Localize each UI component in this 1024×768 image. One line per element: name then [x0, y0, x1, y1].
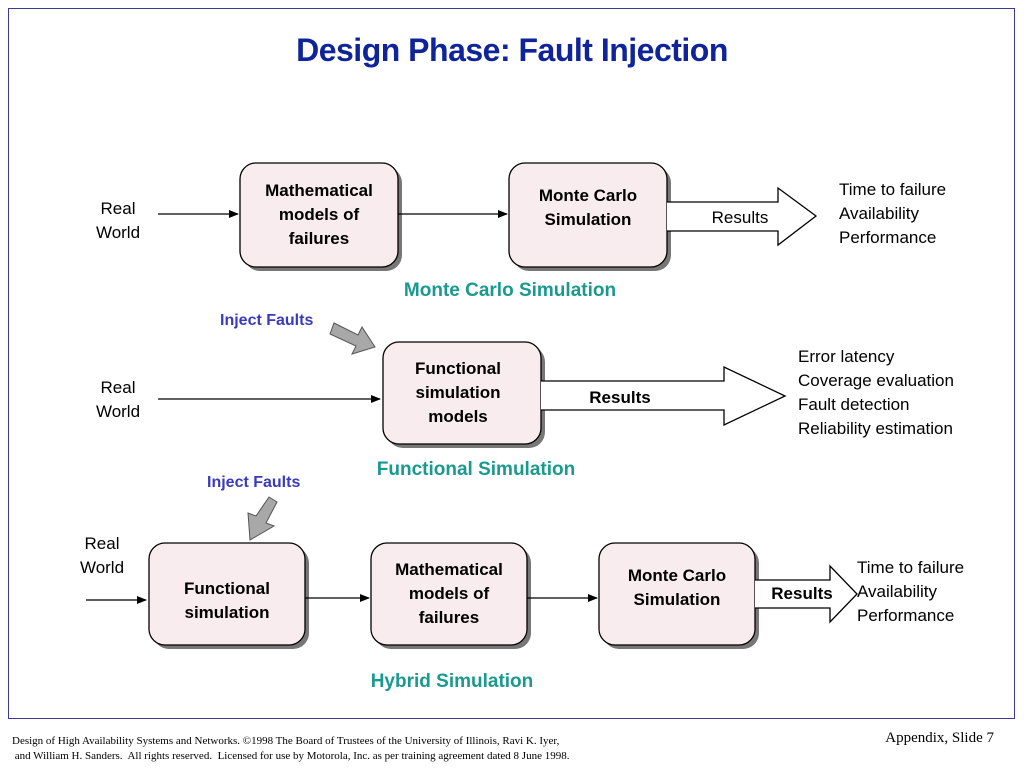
- row1-box1-line1: Mathematical: [265, 181, 373, 200]
- row2-box-line1: Functional: [415, 359, 501, 378]
- row3-box-math-models: [370, 542, 528, 646]
- row3-results-label: Results: [771, 584, 833, 603]
- row3-box2-line2: models of: [408, 584, 490, 603]
- row2-box-functional-text: Functional simulation models: [383, 342, 541, 444]
- row1-box2-line1: Monte Carlo: [538, 186, 638, 205]
- row3-box-mc-text: Monte Carlo Simulation: [599, 543, 755, 645]
- row1-box1-line3: failures: [288, 229, 350, 248]
- row1-output-list: Time to failure Availability Performance: [839, 178, 946, 250]
- row2-output-item: Coverage evaluation: [798, 371, 954, 390]
- row3-box1-line1: Functional: [184, 579, 270, 598]
- row1-input-line2: World: [95, 223, 141, 242]
- slide-number: Appendix, Slide 7: [885, 730, 994, 746]
- row3-box3-line1: Monte Carlo: [627, 566, 727, 585]
- row3-inject-label: Inject Faults: [207, 474, 301, 491]
- row1-results-label: Results: [711, 208, 769, 227]
- row1-input-label: Real World: [88, 197, 148, 245]
- section-label-functional: Functional Simulation: [376, 459, 576, 480]
- row3-inject-arrow: [247, 496, 278, 541]
- row1-output-item: Availability: [839, 204, 920, 223]
- row2-input-line2: World: [95, 402, 141, 421]
- row3-box3-line2: Simulation: [633, 590, 721, 609]
- row1-box-math-models: [239, 162, 399, 268]
- section-label-hybrid: Hybrid Simulation: [370, 671, 534, 692]
- row3-input-line2: World: [79, 558, 125, 577]
- row1-box-math-text: Mathematical models of failures: [240, 163, 398, 267]
- row3-output-item: Availability: [857, 582, 938, 601]
- row3-box-math-text: Mathematical models of failures: [371, 543, 527, 645]
- row2-output-list: Error latency Coverage evaluation Fault …: [798, 345, 954, 441]
- row2-output-item: Fault detection: [798, 395, 910, 414]
- row2-output-item: Reliability estimation: [798, 419, 953, 438]
- row1-box1-line2: models of: [278, 205, 360, 224]
- row3-input-label: Real World: [72, 532, 132, 580]
- row2-inject-label: Inject Faults: [220, 312, 314, 329]
- row2-input-line1: Real: [100, 378, 136, 397]
- row3-output-list: Time to failure Availability Performance: [857, 556, 964, 628]
- row1-box-mc-text: Monte Carlo Simulation: [509, 163, 667, 267]
- row1-box2-line2: Simulation: [544, 210, 632, 229]
- row2-results-label: Results: [589, 388, 651, 407]
- row2-output-item: Error latency: [798, 347, 895, 366]
- row3-box-functional-sim: [148, 542, 306, 646]
- section-label-monte-carlo: Monte Carlo Simulation: [403, 280, 617, 301]
- row3-box2-line1: Mathematical: [395, 560, 503, 579]
- slide-title: Design Phase: Fault Injection: [296, 32, 728, 68]
- footer-copyright: Design of High Availability Systems and …: [12, 734, 569, 764]
- footer-line2: and William H. Sanders. All rights reser…: [12, 750, 570, 762]
- row2-input-label: Real World: [88, 376, 148, 424]
- slide-frame: [8, 8, 1015, 719]
- row3-results-arrow: [755, 564, 858, 624]
- row2-box-line3: models: [428, 407, 488, 426]
- row1-output-item: Time to failure: [839, 180, 947, 199]
- row1-results-arrow: [667, 186, 818, 247]
- row1-output-item: Performance: [839, 228, 937, 247]
- row3-box2-line3: failures: [418, 608, 480, 627]
- row3-box-functional-text: Functional simulation: [149, 543, 305, 645]
- footer-line1: Design of High Availability Systems and …: [12, 735, 560, 747]
- row3-input-line1: Real: [84, 534, 120, 553]
- row2-inject-arrow: [329, 322, 376, 355]
- row3-box1-line2: simulation: [184, 603, 270, 622]
- row2-box-line2: simulation: [415, 383, 501, 402]
- row3-output-item: Time to failure: [857, 558, 965, 577]
- row3-output-item: Performance: [857, 606, 955, 625]
- row2-results-arrow: [541, 365, 787, 427]
- row1-input-line1: Real: [100, 199, 136, 218]
